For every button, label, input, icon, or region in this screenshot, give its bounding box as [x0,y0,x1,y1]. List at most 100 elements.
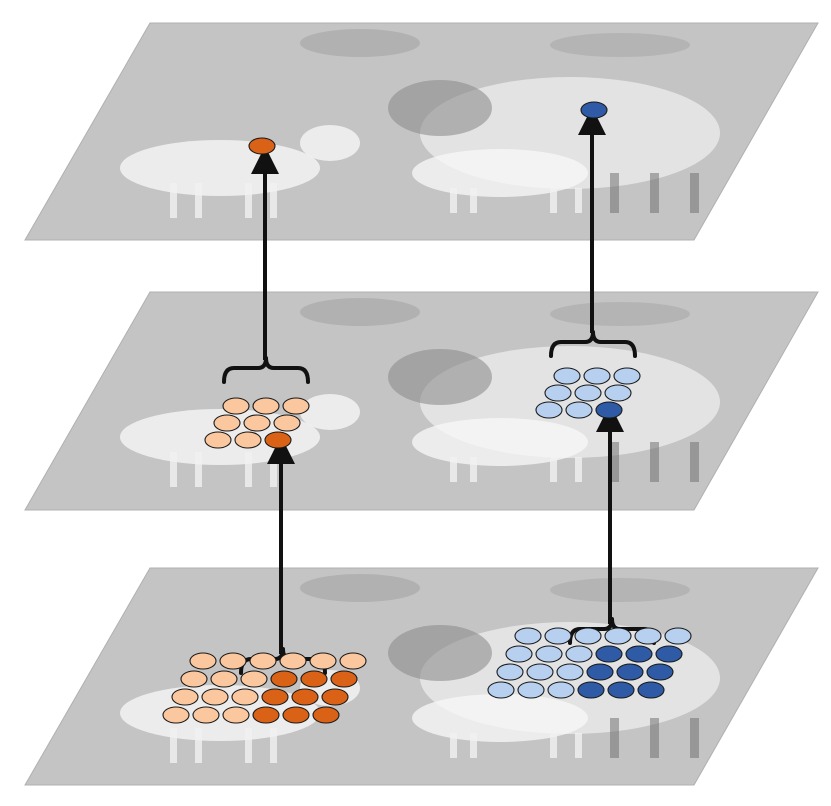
ewe-leg [690,442,699,482]
unit-bottom-lamb-0-2 [249,652,277,670]
unit-middle-lamb-2-1 [234,431,262,449]
lamb-silhouette [412,694,588,742]
unit-grid-middle-ewe [535,367,641,419]
lamb-leg [470,733,477,758]
lamb-leg [195,452,202,487]
unit-middle-lamb-1-0 [213,414,241,432]
connection-middle-top-lamb [222,146,310,384]
ewe-leg [650,173,659,213]
unit-bottom-lamb-1-0 [180,670,208,688]
unit-middle-ewe-1-1 [574,384,602,402]
lamb-leg [550,733,557,758]
unit-bottom-ewe-3-2 [547,681,575,699]
lamb-leg [575,188,582,213]
unit-grid-bottom-ewe [487,627,692,699]
unit-top-ewe-0-0 [580,101,608,119]
unit-bottom-ewe-2-4 [616,663,644,681]
unit-bottom-lamb-2-1 [201,688,229,706]
unit-middle-ewe-1-0 [544,384,572,402]
lamb-silhouette [120,140,320,196]
unit-bottom-ewe-0-3 [604,627,632,645]
unit-bottom-ewe-2-2 [556,663,584,681]
lamb-leg [170,452,177,487]
unit-bottom-ewe-3-1 [517,681,545,699]
unit-bottom-lamb-1-3 [270,670,298,688]
lamb-leg [450,188,457,213]
unit-bottom-lamb-3-2 [222,706,250,724]
unit-bottom-lamb-0-4 [309,652,337,670]
ewe-head-silhouette [388,80,492,136]
unit-middle-ewe-0-0 [553,367,581,385]
ewe-leg [650,442,659,482]
ewe-leg [610,442,619,482]
lamb-leg [575,733,582,758]
lamb-leg [270,728,277,763]
lamb-silhouette [412,418,588,466]
unit-bottom-ewe-0-2 [574,627,602,645]
unit-middle-lamb-0-2 [282,397,310,415]
unit-bottom-ewe-1-3 [595,645,623,663]
unit-bottom-lamb-0-5 [339,652,367,670]
lamb-leg [270,183,277,218]
unit-bottom-lamb-3-3 [252,706,280,724]
unit-middle-ewe-2-0 [535,401,563,419]
unit-bottom-lamb-0-1 [219,652,247,670]
rock-silhouette [550,33,690,57]
unit-bottom-lamb-2-5 [321,688,349,706]
unit-middle-ewe-2-1 [565,401,593,419]
lamb-leg [270,452,277,487]
lamb-leg [245,183,252,218]
unit-middle-lamb-2-2 [264,431,292,449]
lamb-head-silhouette [300,394,360,430]
unit-bottom-lamb-1-5 [330,670,358,688]
unit-bottom-lamb-3-5 [312,706,340,724]
unit-bottom-lamb-2-3 [261,688,289,706]
unit-top-lamb-0-0 [248,137,276,155]
unit-middle-lamb-0-1 [252,397,280,415]
unit-bottom-ewe-2-0 [496,663,524,681]
lamb-leg [245,452,252,487]
rock-silhouette [300,29,420,57]
unit-bottom-lamb-0-3 [279,652,307,670]
lamb-leg [450,733,457,758]
lamb-leg [245,728,252,763]
unit-bottom-ewe-3-3 [577,681,605,699]
unit-bottom-ewe-3-0 [487,681,515,699]
unit-bottom-ewe-0-0 [514,627,542,645]
ewe-head-silhouette [388,625,492,681]
lamb-leg [470,188,477,213]
unit-bottom-ewe-2-1 [526,663,554,681]
lamb-silhouette [412,149,588,197]
lamb-leg [195,183,202,218]
unit-bottom-ewe-2-5 [646,663,674,681]
unit-bottom-ewe-1-0 [505,645,533,663]
layer-plane-top [24,22,819,241]
unit-bottom-lamb-3-1 [192,706,220,724]
layer-plane-middle [24,291,819,511]
unit-bottom-lamb-1-2 [240,670,268,688]
ewe-leg [690,718,699,758]
lamb-leg [550,188,557,213]
rock-silhouette [550,578,690,602]
unit-grid-middle-lamb [204,397,310,449]
ewe-leg [650,718,659,758]
ewe-leg [690,173,699,213]
unit-middle-lamb-1-2 [273,414,301,432]
unit-bottom-lamb-0-0 [189,652,217,670]
unit-bottom-ewe-1-5 [655,645,683,663]
lamb-leg [170,728,177,763]
lamb-leg [450,457,457,482]
ewe-head-silhouette [388,349,492,405]
unit-bottom-ewe-3-4 [607,681,635,699]
unit-grid-bottom-lamb [162,652,367,724]
unit-bottom-ewe-3-5 [637,681,665,699]
unit-middle-ewe-2-2 [595,401,623,419]
connection-middle-top-ewe [549,107,637,358]
unit-bottom-ewe-0-4 [634,627,662,645]
lamb-head-silhouette [300,125,360,161]
unit-bottom-ewe-0-1 [544,627,572,645]
lamb-leg [195,728,202,763]
unit-bottom-lamb-2-2 [231,688,259,706]
unit-bottom-ewe-0-5 [664,627,692,645]
